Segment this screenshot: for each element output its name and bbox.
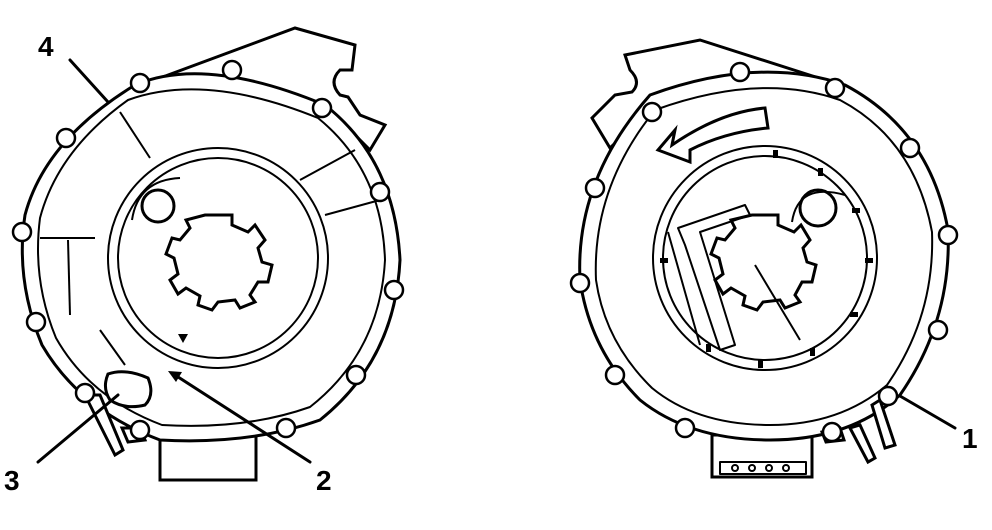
right-connector-pins	[731, 464, 790, 472]
left-bolts	[11, 59, 405, 441]
right-ribbon-cable	[677, 204, 751, 351]
leader-line-2	[173, 373, 312, 464]
left-alignment-mark	[178, 334, 188, 343]
right-bolts	[569, 61, 959, 443]
right-guide-pin	[798, 188, 838, 228]
right-ring-ticks	[660, 150, 873, 368]
callout-label-1: 1	[962, 423, 978, 454]
right-rotation-arrow	[655, 106, 770, 165]
callout-label-3: 3	[4, 465, 20, 496]
left-hub-spline	[164, 213, 274, 312]
left-guide-pin	[140, 188, 176, 224]
callout-label-2: 2	[316, 465, 332, 496]
left-clockspring-unit	[11, 26, 405, 482]
right-outer-ring	[652, 145, 878, 371]
leader-line-3	[36, 393, 120, 464]
leader-line-4	[68, 58, 110, 104]
callout-leaders	[36, 58, 957, 464]
leader-line-1	[898, 394, 957, 430]
leader-arrow-2	[168, 371, 182, 382]
callout-label-4: 4	[38, 31, 54, 62]
left-outer-ring	[107, 147, 329, 369]
right-hub-spline	[709, 213, 818, 312]
right-clockspring-unit	[569, 38, 959, 479]
